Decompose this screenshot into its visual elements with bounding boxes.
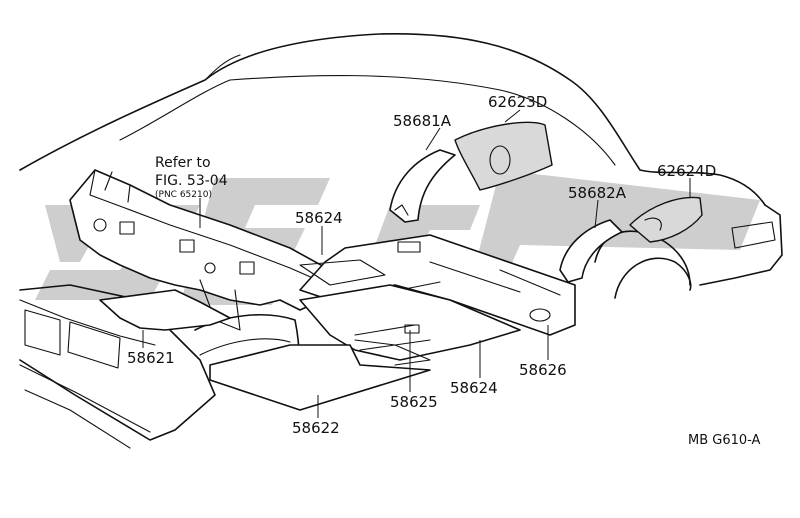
label-58626: 58626 <box>519 361 567 379</box>
quarter-trim-62624d <box>629 196 703 243</box>
label-62624d: 62624D <box>657 162 716 180</box>
wheelhouse-cover-58681a <box>389 149 456 223</box>
label-58622: 58622 <box>292 419 340 437</box>
quarter-trim-62623d <box>454 121 553 191</box>
label-58621: 58621 <box>127 349 175 367</box>
leader-lines <box>142 109 691 418</box>
car-body-outline <box>19 33 783 449</box>
label-58681a: 58681A <box>393 112 452 130</box>
reference-line-2: FIG. 53-04 <box>155 173 228 189</box>
reference-line-3: (PNC 65210) <box>155 190 212 200</box>
label-58624-top: 58624 <box>295 209 343 227</box>
label-58682a: 58682A <box>568 184 627 202</box>
wheelhouse-cover-58682a <box>559 219 623 283</box>
label-58624-bottom: 58624 <box>450 379 498 397</box>
reference-line-1: Refer to <box>155 155 211 171</box>
label-62623d: 62623D <box>488 93 547 111</box>
label-58625: 58625 <box>390 393 438 411</box>
left-floor-pad <box>99 289 231 331</box>
figure-code: MB G610-A <box>688 433 761 448</box>
front-floor-pad <box>209 339 431 411</box>
rear-floor-mat <box>299 284 521 361</box>
dash-cowl-panel <box>69 169 331 331</box>
